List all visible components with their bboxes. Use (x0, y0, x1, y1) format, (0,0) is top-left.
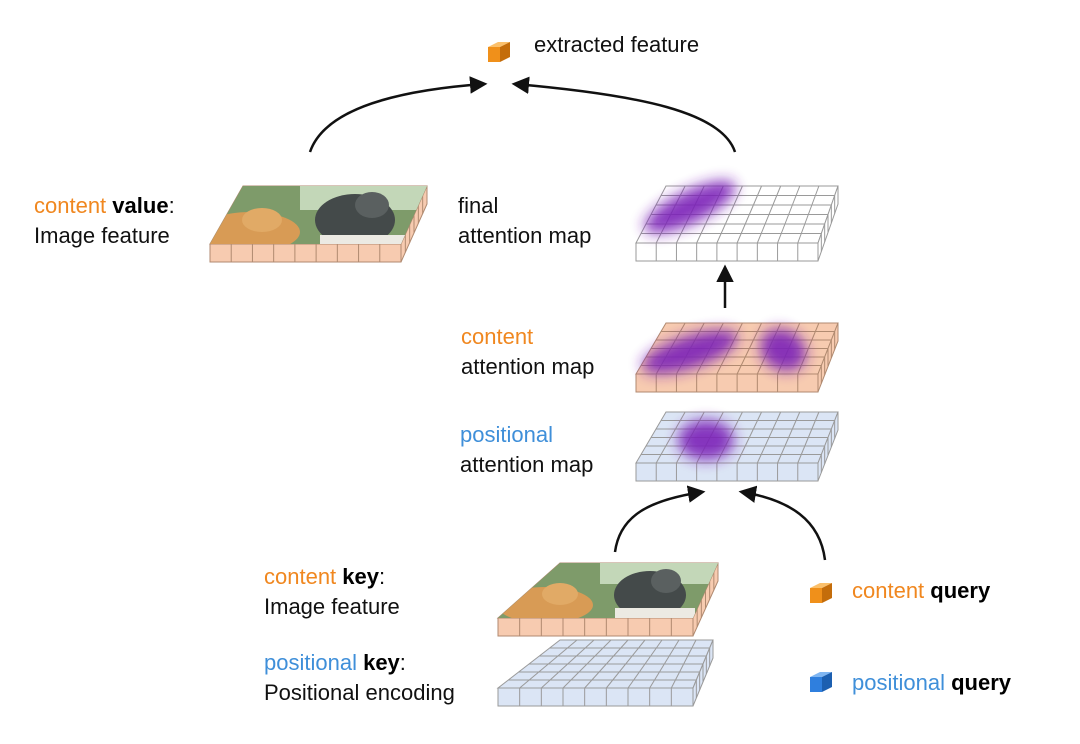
arrow-final-to-feature (511, 76, 737, 153)
positional-query-cube-icon (810, 672, 832, 692)
content-heat-blob-right (759, 328, 807, 372)
content-key-image-slab-part-1 (497, 617, 694, 637)
positional-key-label: positional key: Positional encoding (264, 650, 455, 705)
content-attention-map-label: content attention map (461, 324, 595, 379)
content-value-label: content value: Image feature (34, 193, 175, 248)
positional-attention-map-slab (635, 411, 839, 482)
content-value-image-slab-part-1 (209, 243, 402, 263)
positional-query-label: positional query (852, 670, 1011, 695)
cat-photo-value (210, 186, 427, 244)
cat-photo-key (498, 563, 718, 618)
final-attention-map-label: final attention map (458, 193, 592, 248)
final-attention-map-slab-part-14 (635, 242, 819, 262)
positional-attention-map-slab-part-14 (635, 462, 819, 482)
positional-attention-map-label: positional attention map (460, 422, 594, 477)
extracted-feature-label: extracted feature (534, 32, 700, 57)
arrow-key-to-positional (613, 485, 706, 553)
positional-encoding-slab (496, 639, 714, 707)
content-query-label: content query (852, 578, 991, 603)
content-key-label: content key: Image feature (264, 564, 400, 619)
extracted-feature-cube-icon (488, 42, 510, 62)
content-heat-blob-left (642, 330, 738, 374)
content-query-cube-icon (810, 583, 832, 603)
final-heat-blob (644, 180, 736, 234)
positional-heat-blob (678, 420, 734, 460)
positional-encoding-slab-part-14 (497, 687, 694, 707)
arrow-value-to-feature (308, 76, 488, 153)
content-attention-map-slab-part-14 (635, 373, 819, 393)
arrow-query-to-positional (738, 485, 827, 561)
